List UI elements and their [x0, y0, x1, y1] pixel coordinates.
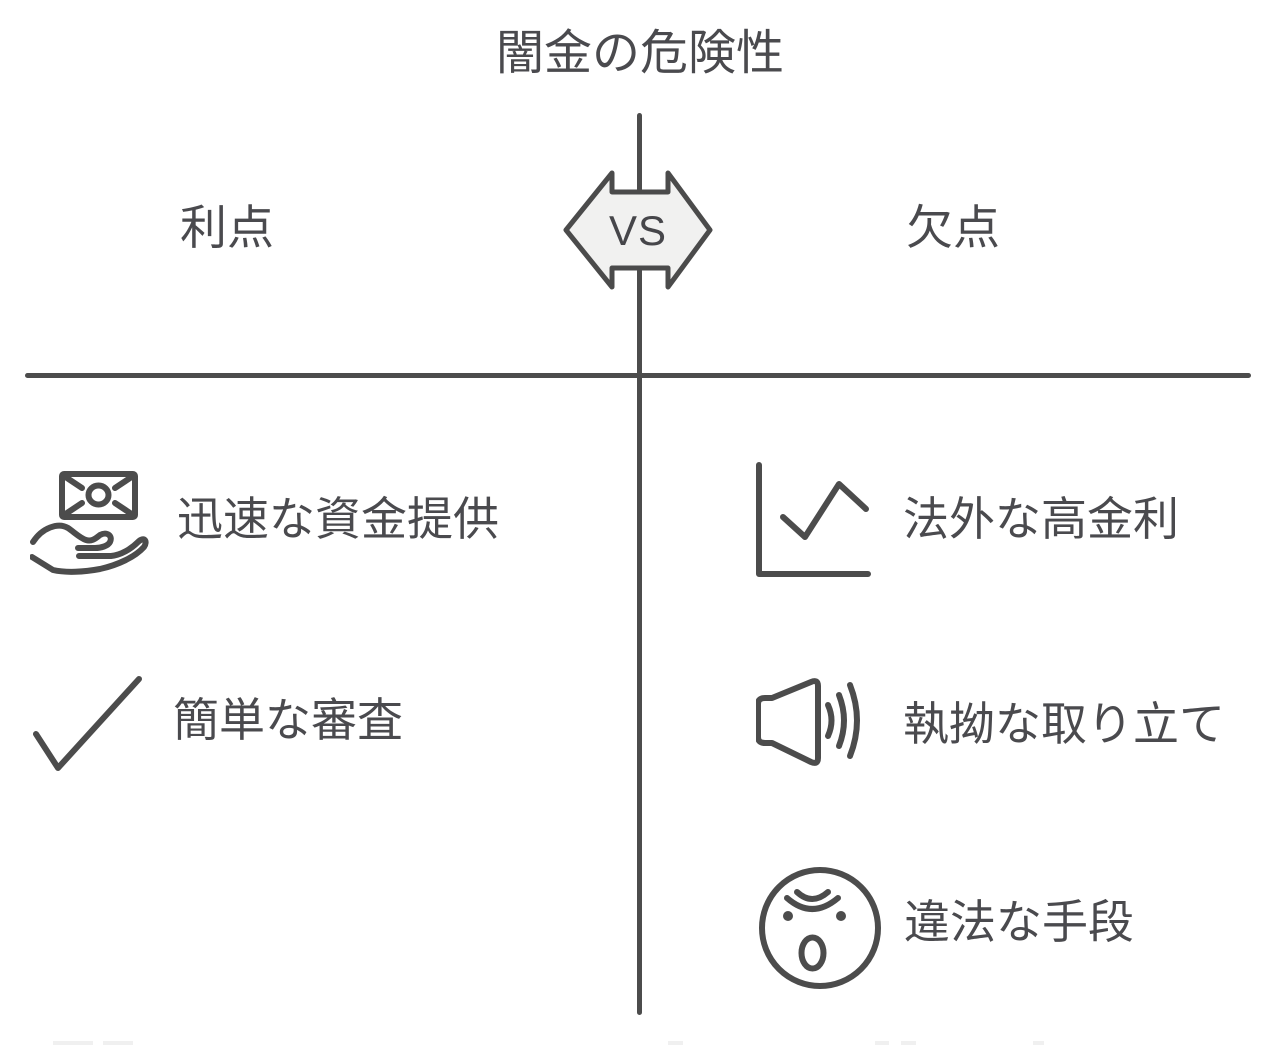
- advantage-label-easy-screening: 簡単な審査: [173, 694, 403, 746]
- checkmark-icon: [33, 676, 142, 771]
- cutoff-artifact: [1033, 1041, 1044, 1045]
- page-title: 闇金の危険性: [495, 27, 784, 80]
- cutoff-artifact: [901, 1041, 916, 1045]
- right-column-heading: 欠点: [906, 201, 1000, 254]
- money-hand-icon: [30, 471, 149, 575]
- disadvantage-label-high-interest: 法外な高金利: [903, 493, 1179, 545]
- cutoff-artifact: [103, 1041, 133, 1045]
- cutoff-artifact: [668, 1041, 683, 1045]
- cutoff-artifact: [875, 1041, 889, 1045]
- shocked-face-icon: [759, 867, 881, 989]
- vertical-divider: [637, 113, 642, 1015]
- speaker-icon: [756, 678, 860, 766]
- horizontal-divider: [25, 373, 1251, 378]
- vs-badge-label: VS: [608, 206, 668, 254]
- line-chart-icon: [756, 462, 871, 577]
- vs-arrow-badge-icon: [563, 170, 713, 290]
- left-column-heading: 利点: [180, 201, 274, 254]
- cutoff-artifact: [53, 1041, 93, 1045]
- disadvantage-label-illegal-means: 違法な手段: [904, 896, 1134, 948]
- disadvantage-label-collection: 執拗な取り立て: [903, 698, 1225, 750]
- advantage-label-quick-funding: 迅速な資金提供: [177, 493, 499, 545]
